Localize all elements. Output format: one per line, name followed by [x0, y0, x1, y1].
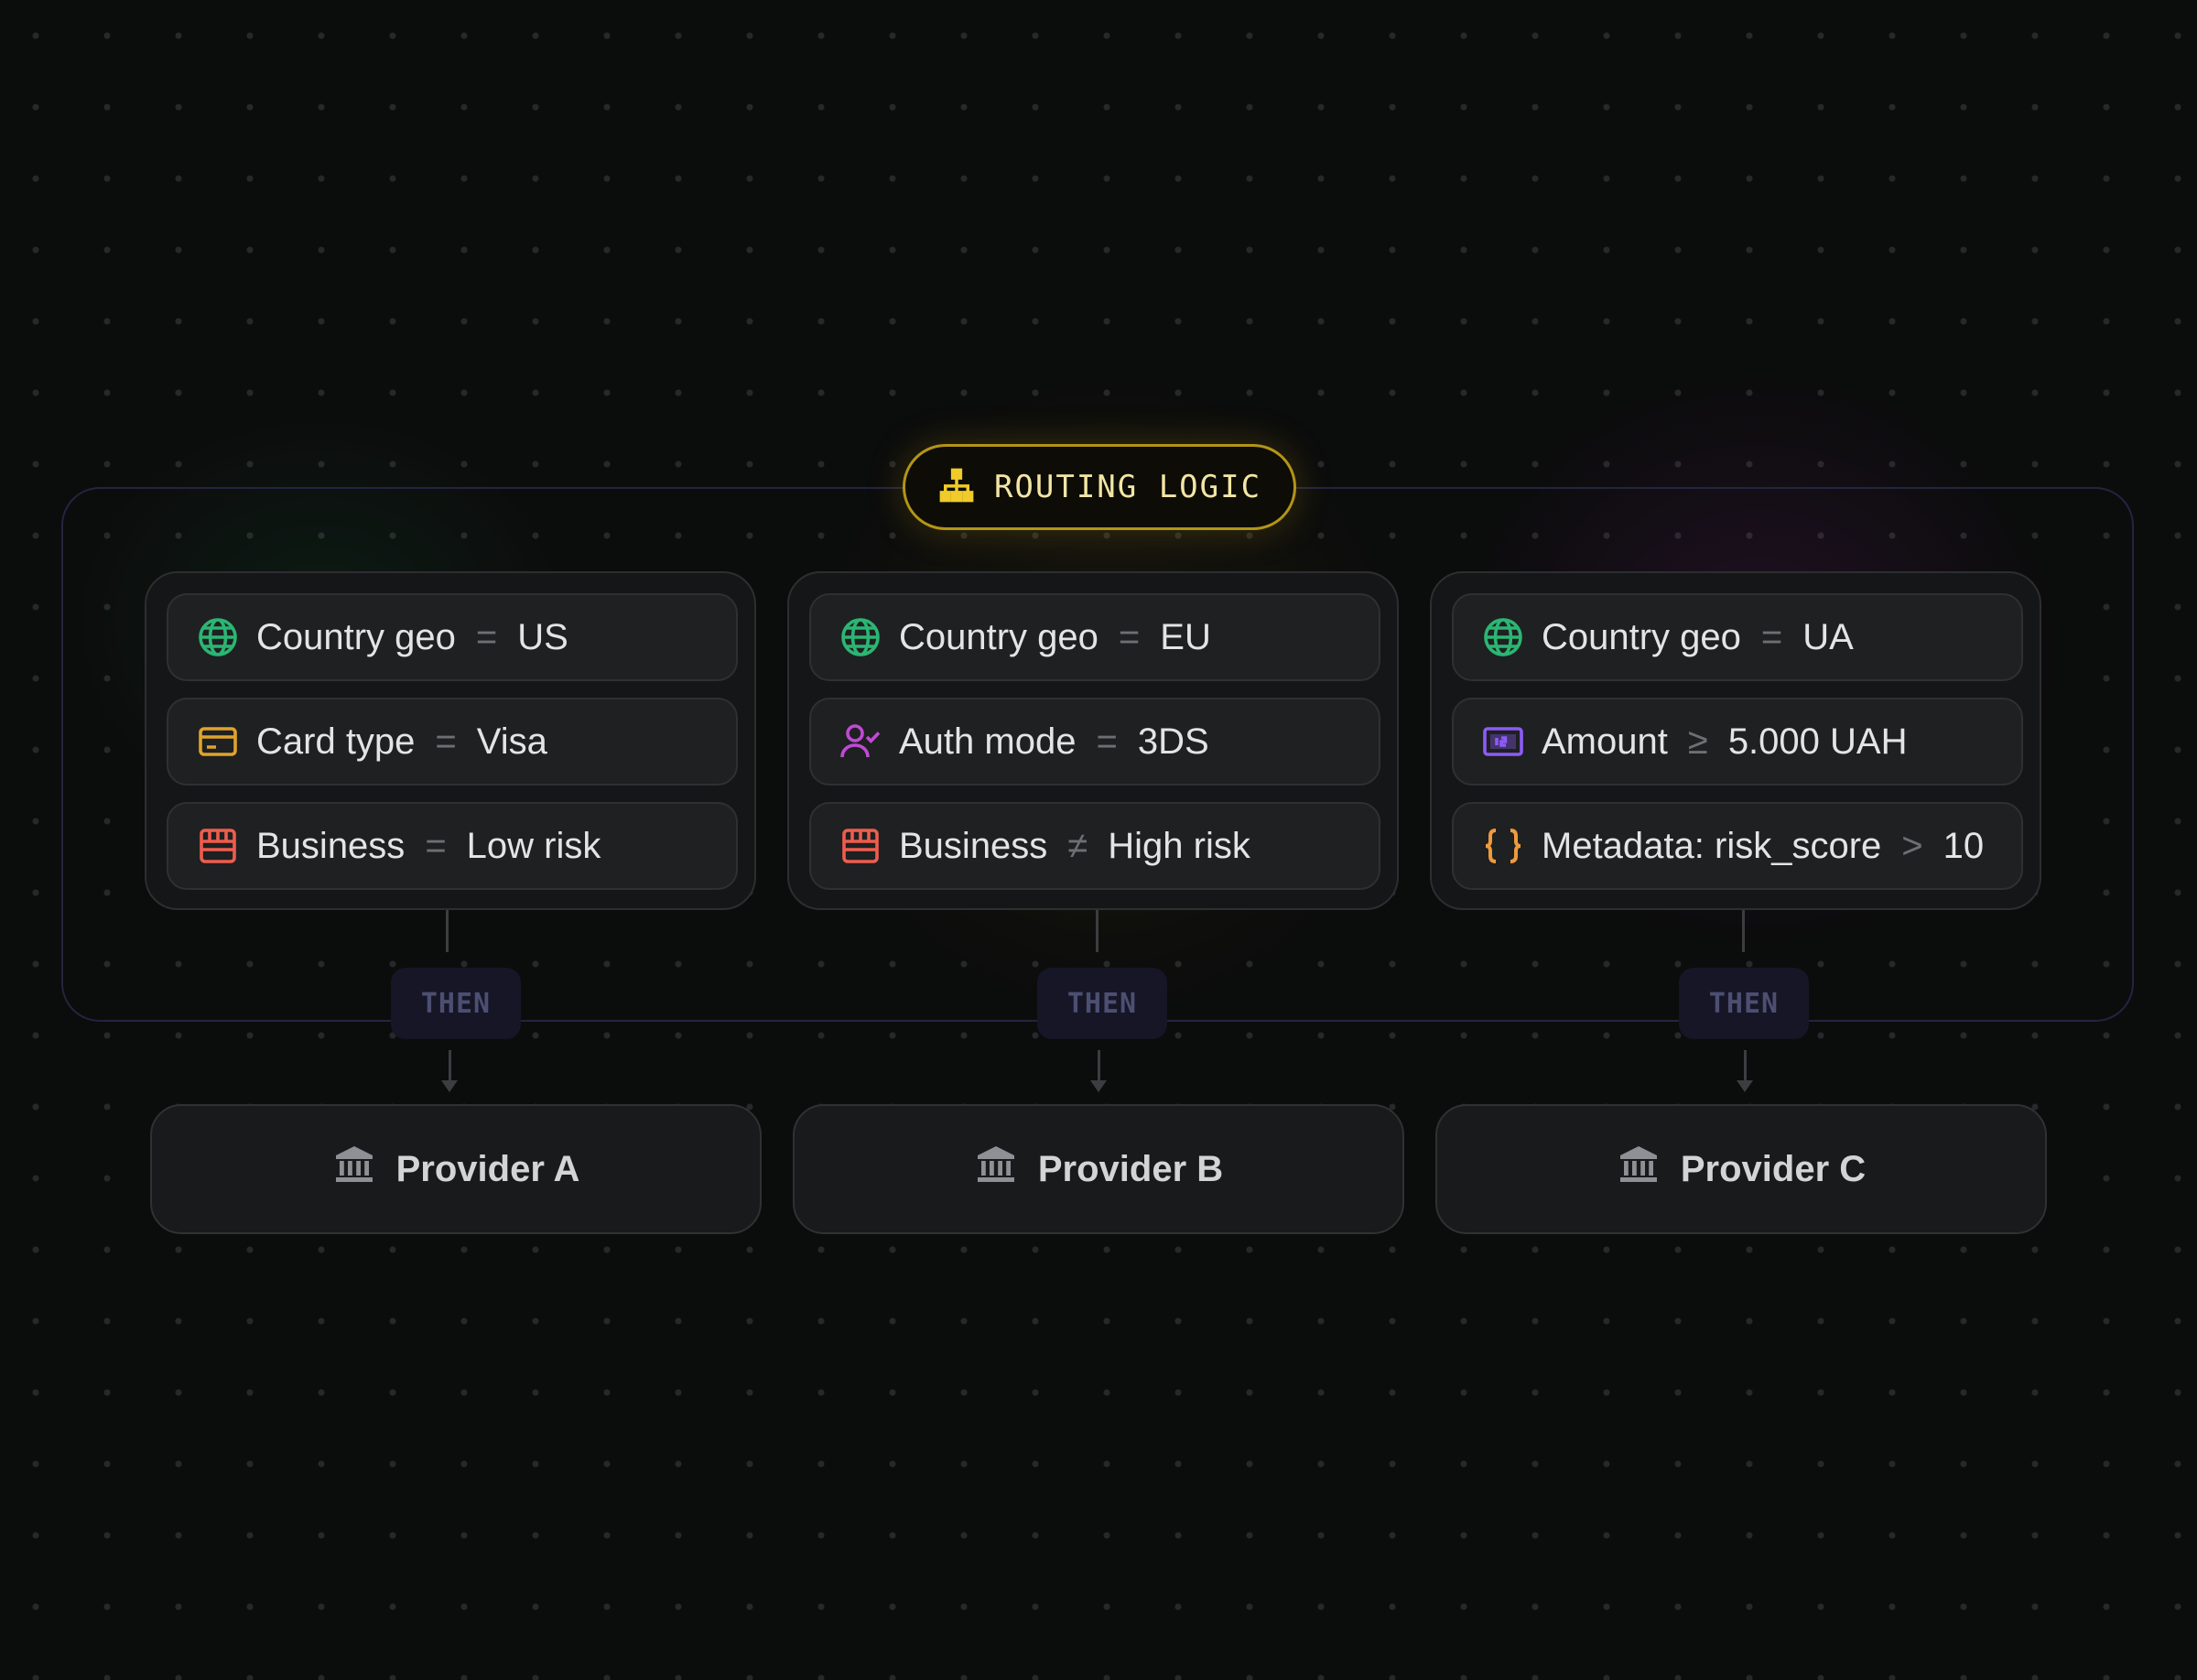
rule-value: UA [1802, 616, 1854, 657]
store-icon [839, 824, 882, 868]
rule-value: EU [1160, 616, 1211, 657]
rule-row: Country geo = US [167, 593, 738, 681]
rule-value: 3DS [1137, 721, 1209, 762]
rule-operator: = [1760, 616, 1783, 657]
user-check-icon [839, 720, 882, 764]
globe-icon [839, 615, 882, 659]
bank-icon [974, 1143, 1018, 1196]
connector-line [1098, 1050, 1100, 1083]
rule-row: Auth mode = 3DS [809, 698, 1380, 786]
rule-group-c: Country geo = UA Amount ≥ 5.000 UAH Meta… [1430, 571, 2041, 910]
rule-operator: = [1096, 721, 1118, 762]
rule-operator: ≥ [1687, 721, 1708, 762]
bank-icon [332, 1143, 376, 1196]
connector-line [446, 910, 449, 952]
braces-icon [1481, 824, 1525, 868]
rule-field: Auth mode [899, 721, 1077, 762]
provider-name: Provider A [395, 1148, 580, 1189]
routing-logic-badge: ROUTING LOGIC [903, 444, 1296, 530]
rule-field: Country geo [1542, 616, 1741, 657]
arrow-down-icon [1737, 1080, 1753, 1092]
then-label: THEN [1679, 968, 1809, 1039]
globe-icon [1481, 615, 1525, 659]
rule-row: Country geo = UA [1452, 593, 2023, 681]
rule-value: Low risk [466, 825, 601, 866]
rule-value: 10 [1943, 825, 1985, 866]
bank-icon [1617, 1143, 1661, 1196]
rule-row: Business = Low risk [167, 802, 738, 890]
rule-row: Card type = Visa [167, 698, 738, 786]
then-label: THEN [391, 968, 521, 1039]
provider-b-card: Provider B [793, 1104, 1404, 1234]
rule-field: Card type [256, 721, 416, 762]
rule-field: Amount [1542, 721, 1668, 762]
hierarchy-icon [937, 466, 976, 509]
rule-row: Metadata: risk_score > 10 [1452, 802, 2023, 890]
provider-c-card: Provider C [1435, 1104, 2047, 1234]
rule-group-b: Country geo = EU Auth mode = 3DS Busines… [787, 571, 1399, 910]
card-icon [196, 720, 240, 764]
arrow-down-icon [1090, 1080, 1107, 1092]
rule-field: Business [899, 825, 1048, 866]
rule-row: Country geo = EU [809, 593, 1380, 681]
rule-value: High risk [1108, 825, 1250, 866]
rule-field: Country geo [899, 616, 1098, 657]
store-icon [196, 824, 240, 868]
rule-operator: = [435, 721, 457, 762]
rule-field: Business [256, 825, 406, 866]
rule-field: Metadata: risk_score [1542, 825, 1882, 866]
rule-row: Amount ≥ 5.000 UAH [1452, 698, 2023, 786]
rule-row: Business ≠ High risk [809, 802, 1380, 890]
rule-operator: > [1901, 825, 1923, 866]
globe-icon [196, 615, 240, 659]
arrow-down-icon [441, 1080, 458, 1092]
rule-value: Visa [476, 721, 547, 762]
rule-operator: = [475, 616, 498, 657]
rule-field: Country geo [256, 616, 456, 657]
then-label: THEN [1037, 968, 1167, 1039]
connector-line [449, 1050, 451, 1083]
rule-value: US [517, 616, 568, 657]
amount-icon [1481, 720, 1525, 764]
connector-line [1096, 910, 1098, 952]
rule-operator: = [425, 825, 447, 866]
rule-value: 5.000 UAH [1727, 721, 1908, 762]
connector-line [1742, 910, 1745, 952]
provider-name: Provider B [1037, 1148, 1224, 1189]
provider-a-card: Provider A [150, 1104, 762, 1234]
connector-line [1744, 1050, 1747, 1083]
rule-group-a: Country geo = US Card type = Visa Busine… [145, 571, 756, 910]
routing-logic-title: ROUTING LOGIC [993, 469, 1262, 505]
provider-name: Provider C [1680, 1148, 1867, 1189]
rule-operator: ≠ [1067, 825, 1088, 866]
rule-operator: = [1118, 616, 1141, 657]
